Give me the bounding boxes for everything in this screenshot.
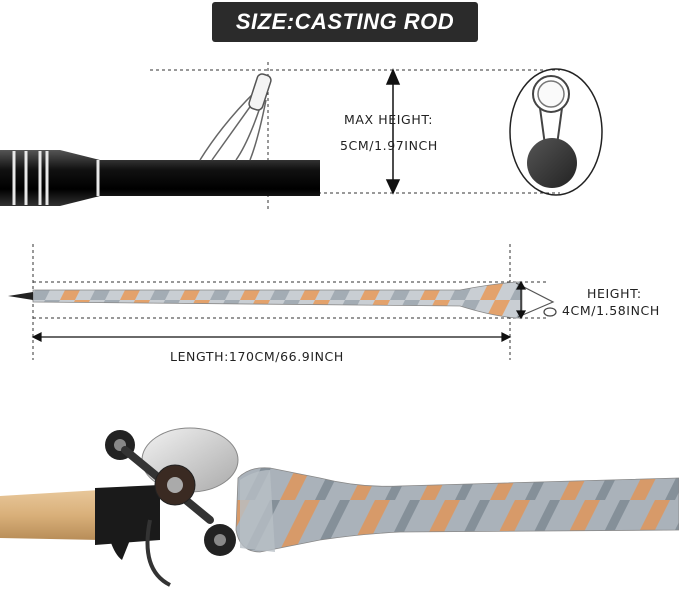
sleeve-on-rod — [235, 467, 679, 553]
max-height-value: 5CM/1.97INCH — [340, 138, 438, 153]
height-value: 4CM/1.58INCH — [562, 303, 660, 318]
height-label: HEIGHT: — [587, 286, 642, 301]
baitcaster-reel — [105, 427, 239, 587]
rod-tip — [0, 73, 320, 206]
sleeve-body — [32, 281, 523, 319]
length-arrow — [31, 332, 512, 342]
max-height-arrow — [385, 68, 401, 195]
height-arrow — [515, 280, 527, 320]
page-title: SIZE:CASTING ROD — [235, 9, 455, 34]
length-label: LENGTH:170CM/66.9INCH — [170, 349, 344, 364]
max-height-label: MAX HEIGHT: — [344, 112, 434, 127]
cork-handle — [0, 490, 100, 540]
title-banner: SIZE:CASTING ROD — [212, 2, 478, 42]
guide-front-view — [509, 68, 603, 196]
